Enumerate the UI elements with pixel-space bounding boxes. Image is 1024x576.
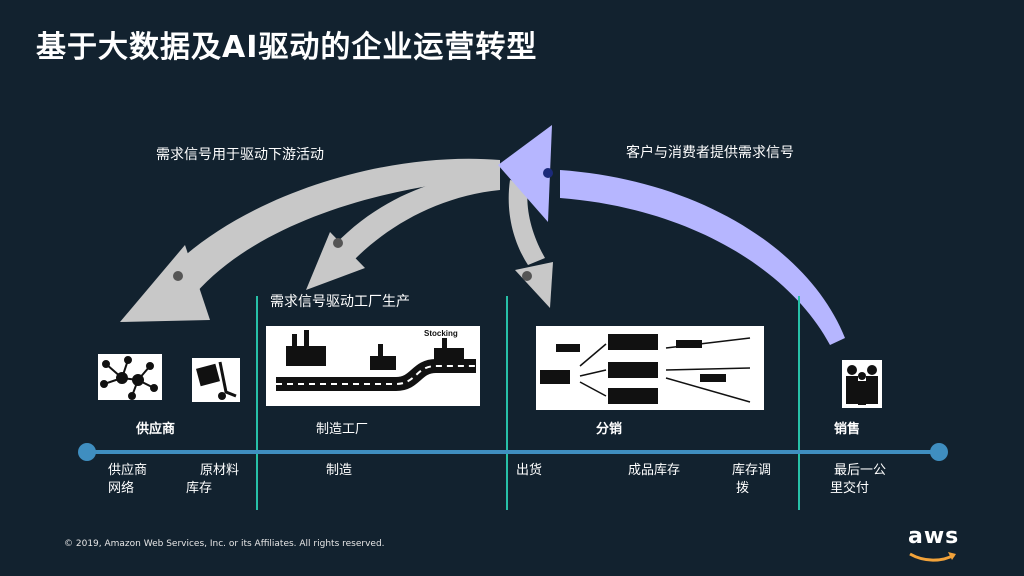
stage-supplier: 供应商 <box>136 422 176 437</box>
step-manufacturing: 制造 <box>326 463 353 478</box>
timeline-bar <box>86 450 940 454</box>
arrow-to-factory-head <box>306 232 365 290</box>
supplier-network-icon <box>98 354 162 400</box>
demand-signal-arrow <box>560 170 845 345</box>
arrow-to-distribution-head <box>515 262 553 308</box>
stage-distribution: 分销 <box>596 422 623 437</box>
timeline-start-dot <box>78 443 96 461</box>
stage-sales: 销售 <box>834 422 861 437</box>
step-last-mile-delivery: 最后一公里交付 <box>830 463 887 496</box>
slide-title: 基于大数据及AI驱动的企业运营转型 <box>36 30 538 65</box>
arrow-to-distribution <box>508 180 545 265</box>
consumers-icon <box>842 360 882 408</box>
step-inventory-transfer: 库存调拨 <box>732 463 772 496</box>
divider-supplier-factory <box>256 296 258 510</box>
divider-factory-distribution <box>506 296 508 510</box>
hand-truck-icon <box>192 358 240 402</box>
step-supplier-network: 供应商网络 <box>108 463 148 496</box>
step-raw-material-inventory: 原材料库存 <box>186 463 240 496</box>
aws-logo-text: aws <box>908 524 960 549</box>
divider-distribution-sales <box>798 296 800 510</box>
aws-smile-icon <box>909 552 956 562</box>
downstream-caption: 需求信号用于驱动下游活动 <box>156 147 324 163</box>
step-shipping: 出货 <box>516 463 543 478</box>
arrow-to-factory <box>330 172 500 262</box>
demand-caption: 客户与消费者提供需求信号 <box>626 145 794 161</box>
arrow-to-supplier-head <box>120 245 210 322</box>
step-finished-goods-inventory: 成品库存 <box>628 463 681 478</box>
stocking-tag: Stocking <box>424 329 458 338</box>
factory-caption: 需求信号驱动工厂生产 <box>270 294 410 310</box>
copyright-notice: © 2019, Amazon Web Services, Inc. or its… <box>64 539 385 549</box>
demand-signal-arrow-head <box>498 125 552 222</box>
stage-factory: 制造工厂 <box>316 422 369 437</box>
distribution-image <box>536 326 764 410</box>
aws-logo: aws <box>908 524 960 562</box>
timeline-end-dot <box>930 443 948 461</box>
factory-production-image: Stocking <box>266 326 480 406</box>
